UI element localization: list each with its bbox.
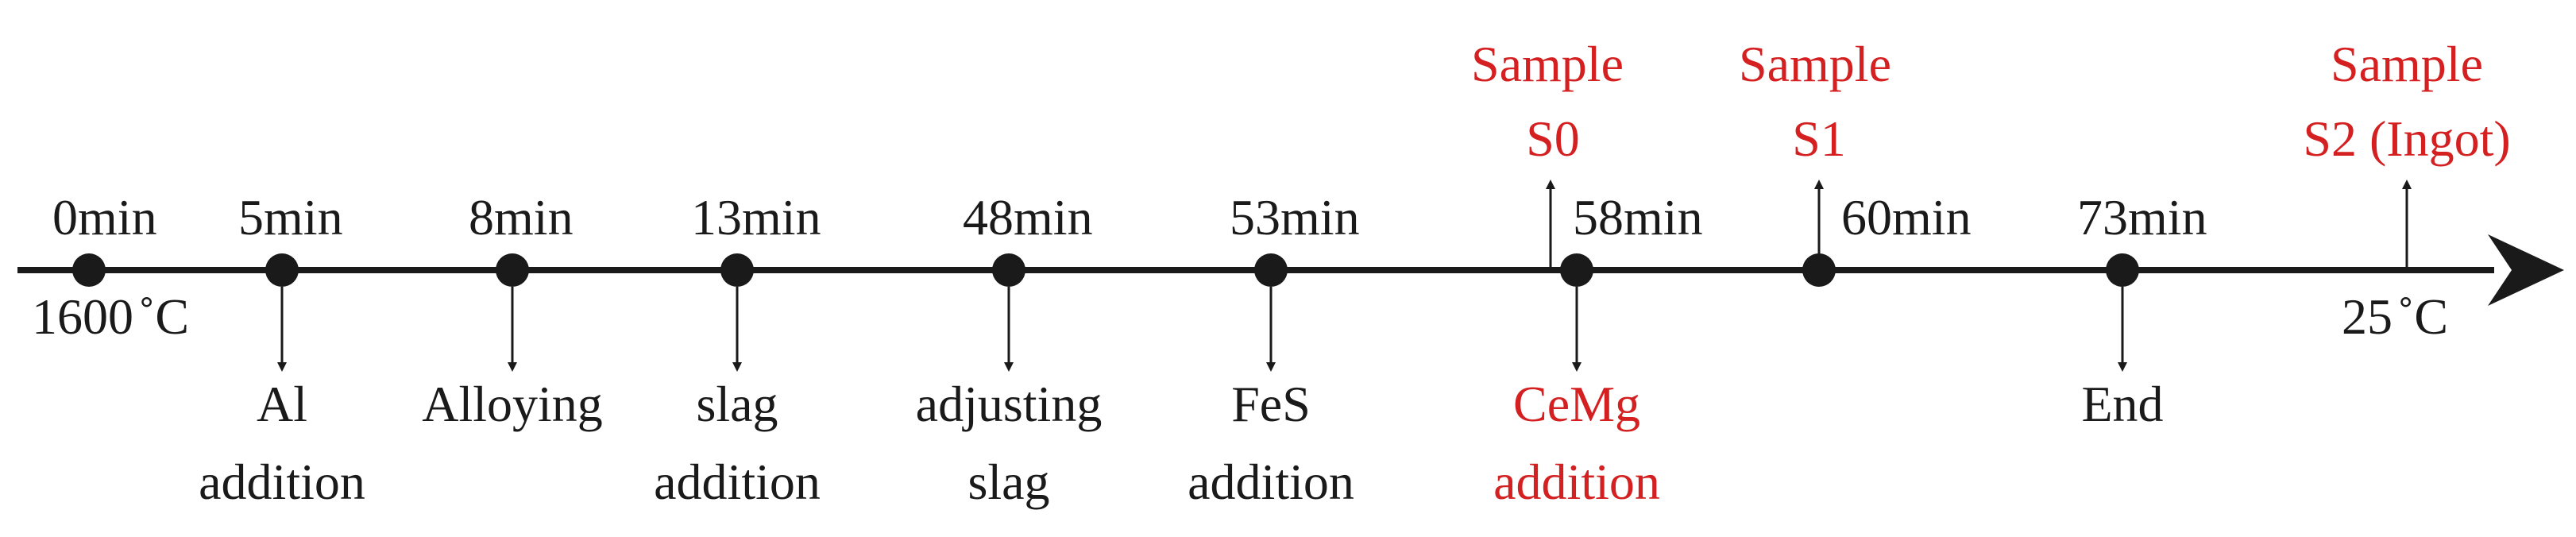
marker-dot-1 bbox=[265, 253, 299, 287]
marker-dot-6 bbox=[1560, 253, 1593, 287]
event-label-0-line2: addition bbox=[199, 454, 365, 510]
event-label-4-line2: addition bbox=[1188, 454, 1354, 510]
marker-dot-3 bbox=[720, 253, 754, 287]
marker-dot-5 bbox=[1254, 253, 1288, 287]
event-label-3-line2: slag bbox=[967, 454, 1049, 510]
event-label-2-line2: addition bbox=[654, 454, 821, 510]
sample-label-0-line2: S0 bbox=[1526, 110, 1580, 167]
marker-dot-8 bbox=[2106, 253, 2139, 287]
time-label-4: 48min bbox=[963, 189, 1093, 245]
end-temp-unit: ˚C bbox=[2397, 288, 2448, 345]
sample-label-0-line1: Sample bbox=[1471, 36, 1624, 92]
event-label-1-line1: Alloying bbox=[422, 376, 603, 432]
time-label-3: 13min bbox=[691, 189, 821, 245]
sample-label-2-line1: Sample bbox=[2331, 36, 2483, 92]
sample-label-1-line2: S1 bbox=[1792, 110, 1846, 167]
event-label-5-line2: addition bbox=[1493, 454, 1660, 510]
start-temperature: 1600˚C bbox=[32, 288, 189, 345]
event-label-2-line1: slag bbox=[696, 376, 778, 432]
timeline-arrowhead bbox=[2488, 234, 2564, 306]
marker-dot-2 bbox=[496, 253, 529, 287]
marker-dot-0 bbox=[72, 253, 106, 287]
event-label-0-line1: Al bbox=[257, 376, 307, 432]
end-temperature: 25˚C bbox=[2342, 288, 2448, 345]
sample-label-1-line1: Sample bbox=[1739, 36, 1891, 92]
time-label-2: 8min bbox=[469, 189, 574, 245]
start-temp-unit: ˚C bbox=[138, 288, 189, 345]
event-label-3-line1: adjusting bbox=[916, 376, 1103, 432]
time-label-1: 5min bbox=[238, 189, 343, 245]
time-label-5: 53min bbox=[1230, 189, 1360, 245]
time-label-6: 58min bbox=[1573, 189, 1703, 245]
event-label-5-line1: CeMg bbox=[1513, 376, 1640, 432]
time-label-8: 73min bbox=[2077, 189, 2207, 245]
start-temp-value: 1600 bbox=[32, 288, 133, 345]
time-label-0: 0min bbox=[52, 189, 157, 245]
end-temp-value: 25 bbox=[2342, 288, 2393, 345]
event-label-4-line1: FeS bbox=[1231, 376, 1311, 432]
sample-label-2-line2: S2 (Ingot) bbox=[2303, 110, 2510, 167]
marker-dot-4 bbox=[992, 253, 1025, 287]
time-label-7: 60min bbox=[1841, 189, 1972, 245]
event-label-7-line1: End bbox=[2081, 376, 2163, 432]
